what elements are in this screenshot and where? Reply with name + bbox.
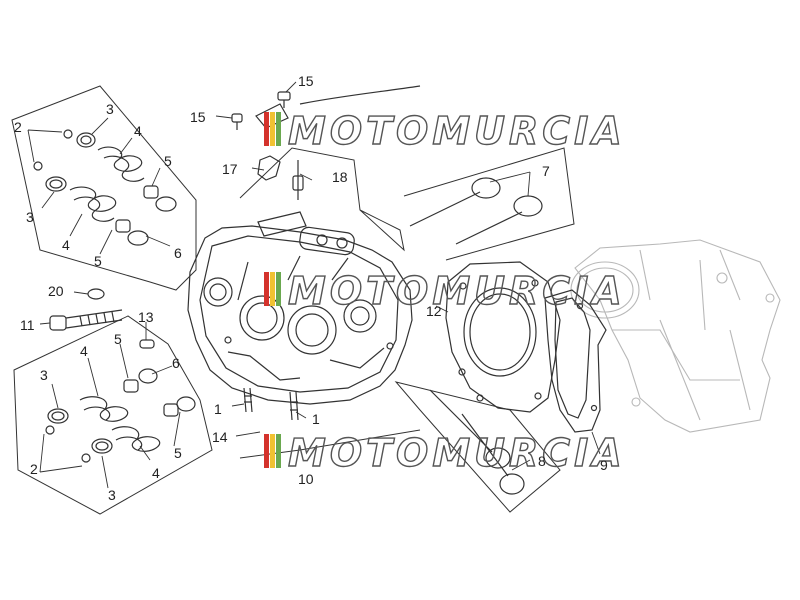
cylinder-outline (570, 239, 781, 433)
watermark-flag-stripe-1 (264, 434, 269, 468)
callout-11: 11 (20, 317, 35, 333)
callout-3: 3 (108, 487, 116, 503)
callout-15: 15 (298, 73, 314, 89)
callout-5: 5 (114, 331, 122, 347)
callout-4: 4 (80, 343, 88, 359)
callout-2: 2 (14, 119, 22, 135)
watermark-text: MOTOMURCIA (288, 109, 626, 153)
watermark-text: MOTOMURCIA (288, 431, 626, 475)
watermark-flag-stripe-3 (276, 112, 281, 146)
callout-6: 6 (174, 245, 182, 261)
callout-1: 1 (214, 401, 222, 417)
callout-6: 6 (172, 355, 180, 371)
callout-1: 1 (312, 411, 320, 427)
callout-5: 5 (174, 445, 182, 461)
callout-4: 4 (152, 465, 160, 481)
cylinder-head (187, 211, 413, 405)
callout-4: 4 (134, 123, 142, 139)
watermark-flag-stripe-3 (276, 272, 281, 306)
callout-7: 7 (542, 163, 550, 179)
watermark-flag-stripe-1 (264, 112, 269, 146)
watermark-flag-stripe-3 (276, 434, 281, 468)
callout-8: 8 (538, 453, 546, 469)
leader-lines (27, 81, 601, 489)
watermark-flag-stripe-2 (270, 434, 275, 468)
callout-18: 18 (332, 169, 348, 185)
callout-17: 17 (222, 161, 238, 177)
cylinder-base-gasket (544, 289, 607, 433)
watermark-top: MOTOMURCIA (264, 108, 626, 154)
callout-3: 3 (106, 101, 114, 117)
callout-12: 12 (426, 303, 442, 319)
watermark-bottom: MOTOMURCIA (264, 430, 626, 476)
valve-assembly-left-top (33, 129, 177, 246)
callout-9: 9 (600, 457, 608, 473)
callout-20: 20 (48, 283, 64, 299)
head-studs (243, 387, 299, 421)
callout-14: 14 (212, 429, 228, 445)
callout-labels: 2 3 4 5 3 4 5 6 15 15 17 18 7 20 11 13 1… (14, 73, 608, 503)
callout-3: 3 (40, 367, 48, 383)
callout-13: 13 (138, 309, 154, 325)
callout-15: 15 (190, 109, 206, 125)
callout-3: 3 (26, 209, 34, 225)
watermark-flag-stripe-2 (270, 112, 275, 146)
callout-5: 5 (164, 153, 172, 169)
watermark-middle: MOTOMURCIA (264, 268, 626, 314)
valves (409, 177, 543, 495)
valve-assembly-left-bottom (45, 368, 196, 463)
callout-10: 10 (298, 471, 314, 487)
watermark-flag-stripe-1 (264, 272, 269, 306)
watermark-flag-stripe-2 (270, 272, 275, 306)
callout-4: 4 (62, 237, 70, 253)
callout-5: 5 (94, 253, 102, 269)
watermark-text: MOTOMURCIA (288, 269, 626, 313)
head-gasket (445, 261, 561, 413)
callout-2: 2 (30, 461, 38, 477)
